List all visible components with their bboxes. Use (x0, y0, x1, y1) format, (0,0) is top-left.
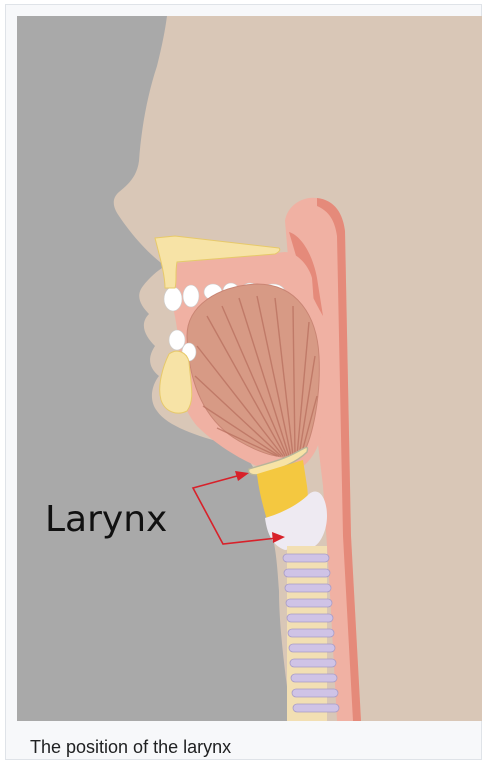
larynx-label: Larynx (45, 499, 167, 540)
larynx-diagram: Larynx (17, 16, 482, 721)
figure-caption: The position of the larynx (30, 736, 231, 758)
figure-frame: Larynx The position of the larynx (5, 4, 482, 760)
